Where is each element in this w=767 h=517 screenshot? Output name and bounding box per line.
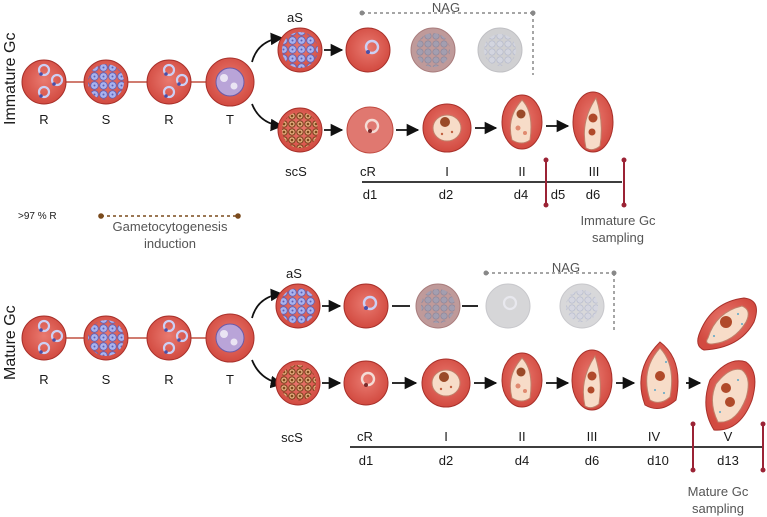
gametocyte-stage-4 [640,341,679,410]
stage-label: cR [357,429,373,444]
stage-label: cR [360,164,376,179]
rbc-schizont-cell [83,315,129,361]
ring-percentage-label: >97 % R [18,211,57,222]
stage-label: II [518,429,525,444]
day-label: d6 [585,453,599,468]
rbc-schizont-cell [83,59,129,105]
day-label: d13 [717,453,739,468]
asexual-schizont-cell [277,27,323,73]
stage-label: I [445,164,449,179]
day-label: d6 [586,187,600,202]
induction-label: induction [144,236,196,251]
day-label: d2 [439,453,453,468]
immature-sexual-label: scS [285,164,307,179]
sexual-schizont-cell [275,360,321,406]
rbc-ring-cell [146,59,192,105]
day-label: d1 [359,453,373,468]
asexual-schizont-cell [275,283,321,329]
mature-nag-bracket [483,270,617,332]
day-label: d1 [363,187,377,202]
mature-cycle-label: R [39,372,48,387]
immature-nag-label: NAG [432,0,460,15]
mature-nag-label: NAG [552,260,580,275]
mature-sampling-label: sampling [692,501,744,516]
mature-cycle [21,313,255,363]
branch-arrow-asexual [251,32,284,63]
induction-label: Gametocytogenesis [113,219,228,234]
branch-arrow-asexual [251,288,284,319]
stage-label: I [444,429,448,444]
immature-cycle [21,57,255,107]
asexual-ring-cell [343,283,389,329]
gametocyte-stage-2 [501,94,543,150]
gametocyte-stage-3 [571,349,613,411]
sexual-schizont-cell [277,107,323,153]
day-label: d4 [515,453,529,468]
gametocyte-stage-1 [422,103,472,153]
asexual-ring-cell [345,27,391,73]
gametocyte-stage-2 [501,352,543,408]
stage-label: III [589,164,600,179]
mature-sampling-label: Mature Gc [688,484,749,499]
immature-nag-bracket [359,10,536,75]
rbc-ring-cell [146,315,192,361]
stage-label: IV [648,429,661,444]
gametocyte-stage-5-male [697,297,757,351]
nag-faded-cell [477,27,523,73]
nag-dying-cell [415,283,461,329]
committed-ring-cell [346,106,394,154]
immature-cycle-label: R [39,112,48,127]
day-label: d2 [439,187,453,202]
gametocyte-stage-5-female [705,360,756,431]
immature-sampling-label: Immature Gc [580,213,656,228]
mature-timeline [350,421,766,473]
nag-faded-cell [559,283,605,329]
mature-asexual-label: aS [286,266,302,281]
immature-cycle-label: S [102,112,111,127]
mature-sexual-label: scS [281,430,303,445]
nag-dying-cell [410,27,456,73]
rbc-ring-cell [21,315,67,361]
branch-arrow-sexual [251,103,284,132]
committed-ring-cell [343,360,389,406]
nag-faded-cell [485,283,531,329]
gametocyte-stage-1 [421,358,471,408]
immature-cycle-label: R [164,112,173,127]
day-label: d10 [647,453,669,468]
immature-timeline [362,157,627,208]
rbc-ring-cell [21,59,67,105]
day-label: d5 [551,187,565,202]
stage-label: II [518,164,525,179]
immature-panel-label: Immature Gc [2,33,19,125]
mature-cycle-label: R [164,372,173,387]
immature-cycle-label: T [226,112,234,127]
rbc-trophozoite-cell [205,313,255,363]
stage-label: III [587,429,598,444]
immature-sampling-label: sampling [592,230,644,245]
day-label: d4 [514,187,528,202]
induction-bracket [98,213,241,219]
gametocyte-stage-3 [572,91,614,153]
immature-asexual-label: aS [287,10,303,25]
mature-cycle-label: T [226,372,234,387]
stage-label: V [724,429,733,444]
rbc-trophozoite-cell [205,57,255,107]
mature-cycle-label: S [102,372,111,387]
mature-panel-label: Mature Gc [2,305,19,380]
